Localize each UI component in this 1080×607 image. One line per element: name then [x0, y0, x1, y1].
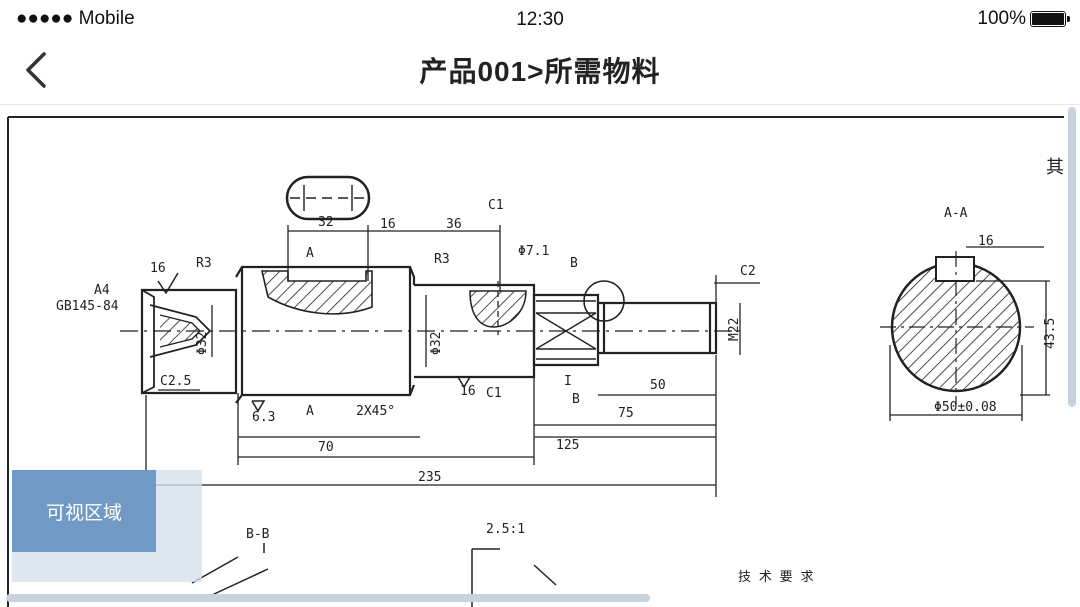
svg-text:B: B: [572, 392, 580, 407]
svg-text:C1: C1: [486, 386, 502, 401]
svg-text:Φ7.1: Φ7.1: [518, 244, 549, 259]
back-button[interactable]: [14, 46, 62, 94]
svg-text:16: 16: [460, 384, 476, 399]
svg-text:A4: A4: [94, 283, 110, 298]
battery-icon: [1030, 11, 1070, 27]
svg-text:50: 50: [650, 378, 666, 393]
svg-text:6.3: 6.3: [252, 410, 275, 425]
svg-text:125: 125: [556, 438, 579, 453]
svg-text:C2.5: C2.5: [160, 374, 191, 389]
svg-text:16: 16: [380, 217, 396, 232]
svg-text:43.5: 43.5: [1043, 318, 1058, 349]
navigation-bar: 产品001>所需物料: [0, 40, 1080, 105]
svg-text:36: 36: [446, 217, 462, 232]
svg-text:R3: R3: [434, 252, 450, 267]
battery-status: 100%: [977, 8, 1070, 30]
svg-text:A: A: [306, 246, 314, 261]
svg-text:16: 16: [978, 234, 994, 249]
carrier-signal: ●●●●● Mobile: [16, 8, 135, 29]
vertical-scrollbar[interactable]: [1068, 107, 1076, 407]
visible-area-label: 可视区域: [12, 470, 156, 552]
svg-text:A-A: A-A: [944, 206, 968, 221]
svg-text:其: 其: [1046, 157, 1064, 178]
svg-text:A: A: [306, 404, 314, 419]
status-bar: ●●●●● Mobile 12:30 100%: [0, 0, 1080, 40]
svg-text:技 术 要 求: 技 术 要 求: [738, 570, 813, 585]
svg-text:M22: M22: [727, 318, 742, 341]
svg-text:70: 70: [318, 440, 334, 455]
status-time: 12:30: [516, 9, 564, 30]
svg-text:C2: C2: [740, 264, 756, 279]
svg-text:Φ50±0.08: Φ50±0.08: [934, 400, 997, 415]
svg-text:Φ32: Φ32: [429, 332, 444, 355]
svg-text:2.5:1: 2.5:1: [486, 522, 525, 537]
horizontal-scrollbar[interactable]: [6, 594, 650, 602]
page-title: 产品001>所需物料: [419, 56, 661, 87]
svg-text:16: 16: [150, 261, 166, 276]
chevron-left-icon: [26, 52, 46, 88]
svg-text:I: I: [564, 374, 572, 389]
svg-text:C1: C1: [488, 198, 504, 213]
svg-text:B-B: B-B: [246, 527, 270, 542]
battery-percent: 100%: [977, 8, 1026, 29]
svg-text:Φ32: Φ32: [195, 332, 210, 355]
svg-text:235: 235: [418, 470, 441, 485]
svg-text:32: 32: [318, 215, 334, 230]
svg-text:2X45°: 2X45°: [356, 404, 395, 419]
visible-area-indicator[interactable]: 可视区域: [12, 470, 202, 582]
svg-text:B: B: [570, 256, 578, 271]
svg-text:GB145-84: GB145-84: [56, 299, 119, 314]
svg-text:R3: R3: [196, 256, 212, 271]
svg-text:75: 75: [618, 406, 634, 421]
